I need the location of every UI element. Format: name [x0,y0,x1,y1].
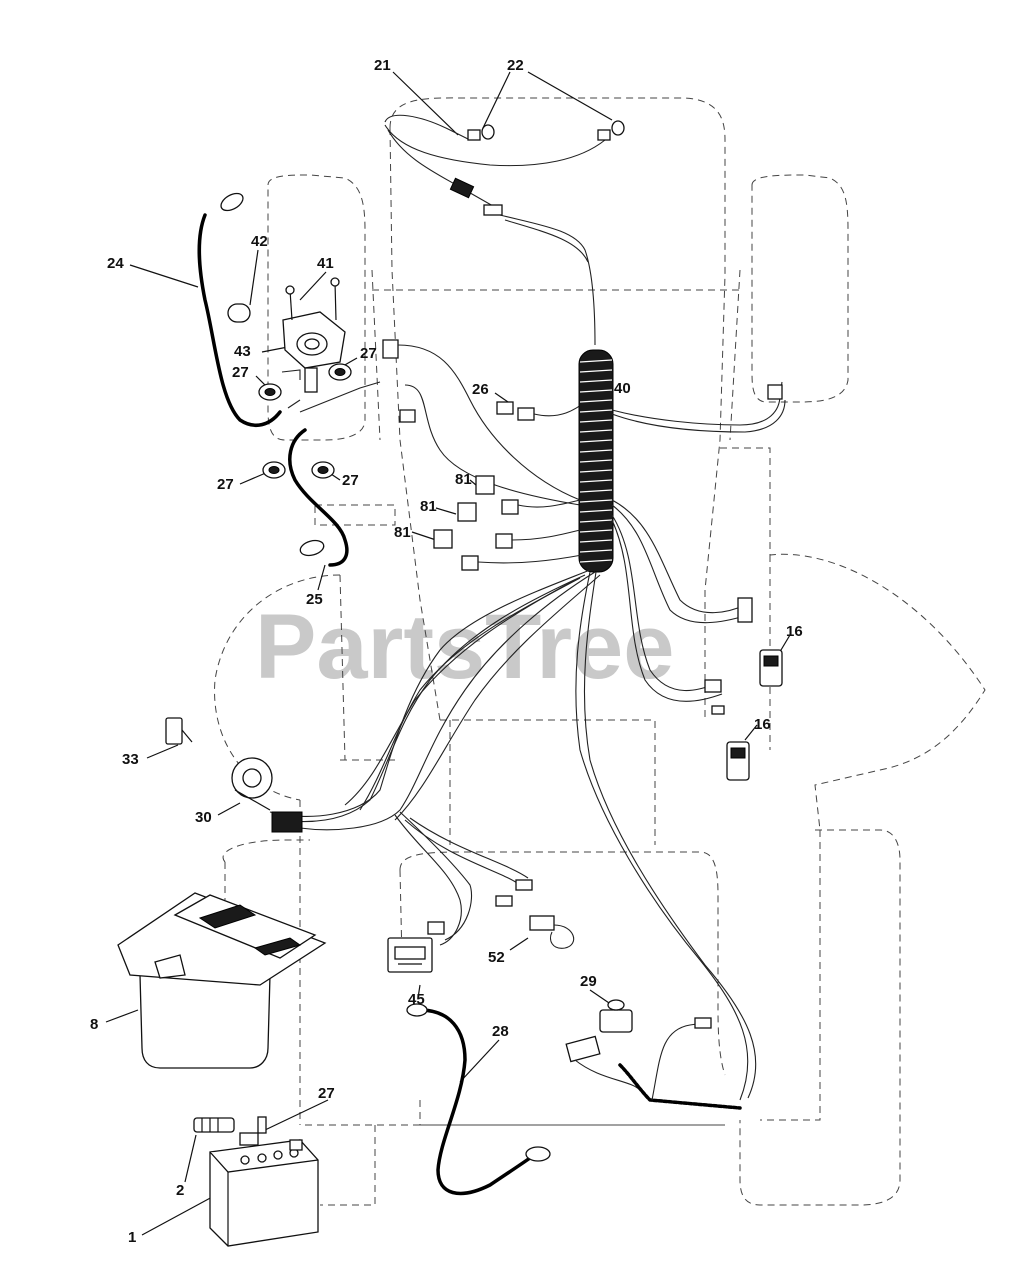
battery-cable-24 [197,213,282,428]
harness-branch-down [575,571,749,1101]
callout-30: 30 [195,809,212,826]
cable-terminal-25 [299,539,325,557]
harness-bundle-left [269,569,601,831]
solenoid-lead [299,381,381,413]
starter-solenoid-assembly [227,277,346,393]
pto-switch-16-a [759,649,783,687]
relay-81-b [457,502,513,549]
connector-52 [529,915,575,949]
callout-29: 29 [580,973,597,990]
callout-27-a: 27 [360,345,377,362]
harness-branch-lower [394,811,533,946]
callout-labels: 21 22 24 42 41 43 27 27 27 27 26 40 81 8… [90,57,803,1246]
callout-24: 24 [107,255,124,272]
harness-sheath-40 [578,349,614,573]
callout-21: 21 [374,57,391,74]
ground-cable-28 [418,1008,532,1196]
callout-27-c: 27 [217,476,234,493]
relay-81-c [433,529,479,571]
hour-meter-45 [387,937,433,973]
pto-switch-16-b [726,741,750,781]
callout-25: 25 [306,591,323,608]
battery-1 [209,1132,319,1247]
callout-81-c: 81 [394,524,411,541]
callout-16-b: 16 [754,716,771,733]
callout-28: 28 [492,1023,509,1040]
callout-22: 22 [507,57,524,74]
part-33 [165,717,193,745]
callout-33: 33 [122,751,139,768]
tractor-outline [214,97,986,1206]
callout-16-a: 16 [786,623,803,640]
headlight-harness [384,114,606,346]
callout-81-b: 81 [420,498,437,515]
ignition-switch-30 [231,757,303,833]
callout-27-e: 27 [318,1085,335,1102]
callout-43: 43 [234,343,251,360]
callout-2: 2 [176,1182,184,1199]
relay-81-a [475,475,519,515]
callout-27-d: 27 [342,472,359,489]
harness-branch-pto [611,499,753,715]
fuse-holder-26 [496,399,589,421]
headlight-bulb-right [597,120,625,141]
headlight-bulb-left [467,124,495,141]
nut-27-c [262,461,286,479]
callout-45: 45 [408,991,425,1008]
seat-switch-29 [565,999,633,1063]
starter-cable-25 [288,428,349,567]
callout-41: 41 [317,255,334,272]
callout-27-b: 27 [232,364,249,381]
callout-42: 42 [251,233,268,250]
harness-branch-right [611,381,783,426]
callout-26: 26 [472,381,489,398]
nut-27-b [328,363,352,381]
rear-connector [767,384,783,400]
nut-27-d [311,461,335,479]
callout-8: 8 [90,1016,98,1033]
cable-terminal-24 [220,192,244,212]
leader-lines [105,71,791,1236]
callout-1: 1 [128,1229,136,1246]
nut-27-e [257,1116,267,1134]
cable-terminal-28-top [406,1003,428,1017]
callout-81-a: 81 [455,471,472,488]
ground-bracket [382,339,581,506]
nut-27-a [258,383,282,401]
bolt-2 [193,1117,235,1133]
callout-52: 52 [488,949,505,966]
seat-switch-coil-cord [574,1017,742,1110]
callout-40: 40 [614,380,631,397]
battery-box-8 [117,892,327,1069]
cable-terminal-28-bottom [525,1146,551,1162]
